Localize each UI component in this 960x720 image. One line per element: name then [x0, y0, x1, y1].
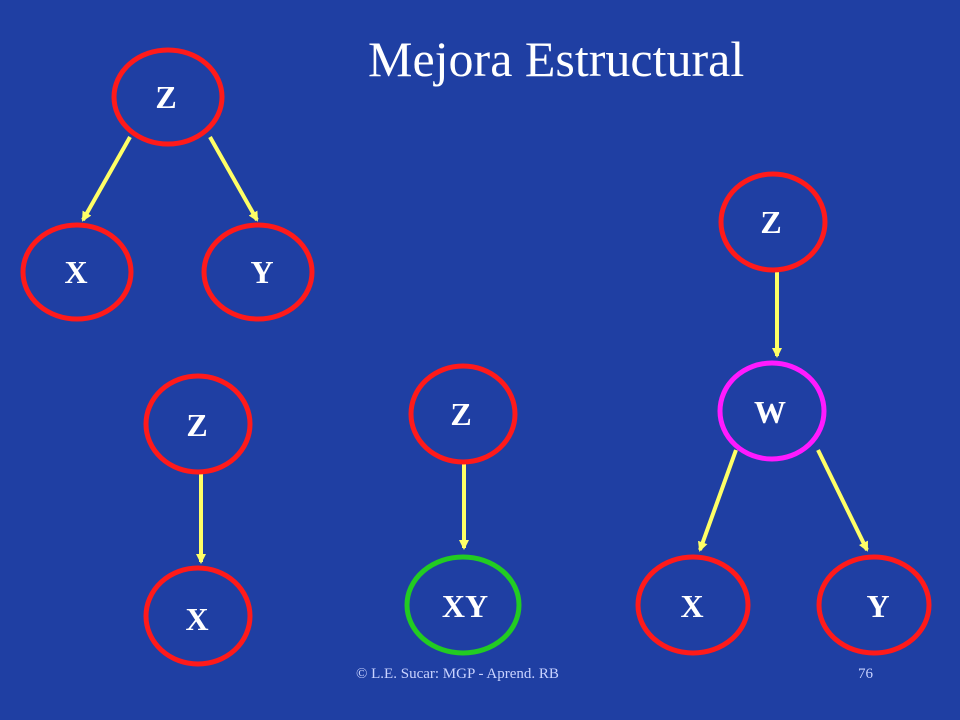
- node-x-label: X: [185, 601, 208, 637]
- node-z: [143, 373, 253, 475]
- node-x: [20, 222, 134, 322]
- node-xy-label: XY: [442, 588, 488, 624]
- node-z-label: Z: [186, 407, 207, 443]
- node-y-label: Y: [250, 254, 273, 290]
- footer-credit: © L.E. Sucar: MGP - Aprend. RB: [356, 666, 559, 682]
- node-z: [111, 47, 225, 147]
- node-z-label: Z: [450, 396, 471, 432]
- node-x-label: X: [680, 588, 703, 624]
- node-x: [635, 554, 751, 656]
- node-y-label: Y: [866, 588, 889, 624]
- node-z-label: Z: [760, 204, 781, 240]
- node-y: [816, 554, 932, 656]
- diagram-merged: Z XY: [404, 363, 522, 656]
- node-x-label: X: [64, 254, 87, 290]
- node-z-label: Z: [155, 79, 176, 115]
- node-z: [718, 171, 828, 273]
- edge-w-y: [816, 449, 869, 552]
- diagram-hidden-node: Z W X Y: [635, 171, 932, 656]
- node-z: [408, 363, 518, 465]
- slide-title: Mejora Estructural: [368, 31, 745, 87]
- diagram-pair-removed: Z X: [143, 373, 253, 667]
- edge-w-x: [698, 449, 738, 552]
- edge-z-y: [208, 136, 259, 222]
- node-w: [717, 360, 827, 462]
- node-x: [143, 565, 253, 667]
- node-xy: [404, 554, 522, 656]
- diagram-original: Z X Y: [20, 47, 315, 322]
- node-y: [201, 222, 315, 322]
- page-number: 76: [858, 666, 873, 682]
- node-w-label: W: [754, 394, 786, 430]
- edge-z-x: [81, 136, 132, 222]
